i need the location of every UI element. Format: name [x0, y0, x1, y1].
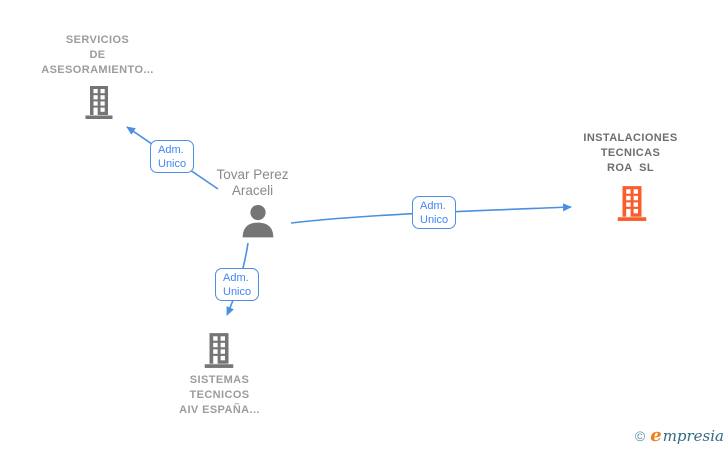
company-label-line: DE	[89, 49, 106, 61]
company-label-sistemas[interactable]: SISTEMAS TECNICOS AIV ESPAÑA...	[142, 373, 297, 418]
edge-label-adm-unico: Adm. Unico	[150, 140, 194, 173]
brand-initial: e	[650, 425, 662, 446]
building-icon	[204, 333, 234, 368]
company-label-line: AIV ESPAÑA...	[179, 404, 260, 416]
brand-name: mpresia	[662, 427, 724, 445]
edge-label-line: Adm.	[420, 200, 446, 212]
person-icon	[242, 204, 274, 238]
building-icon	[85, 86, 113, 119]
building-icon	[617, 186, 647, 221]
edge-label-adm-unico: Adm. Unico	[412, 196, 456, 229]
company-label-line: TECNICAS	[600, 147, 661, 159]
edge-label-adm-unico: Adm. Unico	[215, 268, 259, 301]
company-label-line: SISTEMAS	[189, 374, 250, 386]
company-label-instalaciones[interactable]: INSTALACIONES TECNICAS ROA SL	[553, 131, 708, 176]
empresia-logo[interactable]: © e mpresia	[635, 425, 724, 446]
person-label-line: Araceli	[231, 183, 274, 198]
company-label-servicios[interactable]: SERVICIOS DE ASESORAMIENTO...	[20, 33, 175, 78]
company-label-line: ASESORAMIENTO...	[41, 64, 154, 76]
company-label-line: TECNICOS	[189, 389, 250, 401]
edge-label-line: Unico	[223, 286, 252, 298]
edge-label-line: Adm.	[158, 144, 184, 156]
edge-label-line: Unico	[420, 214, 449, 226]
company-label-line: SERVICIOS	[65, 34, 130, 46]
person-node-tovar-perez-araceli[interactable]	[239, 202, 277, 240]
person-label-line: Tovar Perez	[216, 167, 289, 182]
edge-label-line: Unico	[158, 158, 187, 170]
copyright-icon: ©	[634, 428, 646, 444]
person-label-tovar-perez-araceli[interactable]: Tovar Perez Araceli	[185, 167, 320, 199]
edge-label-line: Adm.	[223, 272, 249, 284]
company-label-line: INSTALACIONES	[583, 132, 678, 144]
company-label-line: ROA SL	[606, 162, 654, 174]
company-node-instalaciones[interactable]	[613, 184, 651, 222]
company-node-sistemas[interactable]	[200, 331, 238, 369]
company-node-servicios[interactable]	[81, 84, 117, 120]
